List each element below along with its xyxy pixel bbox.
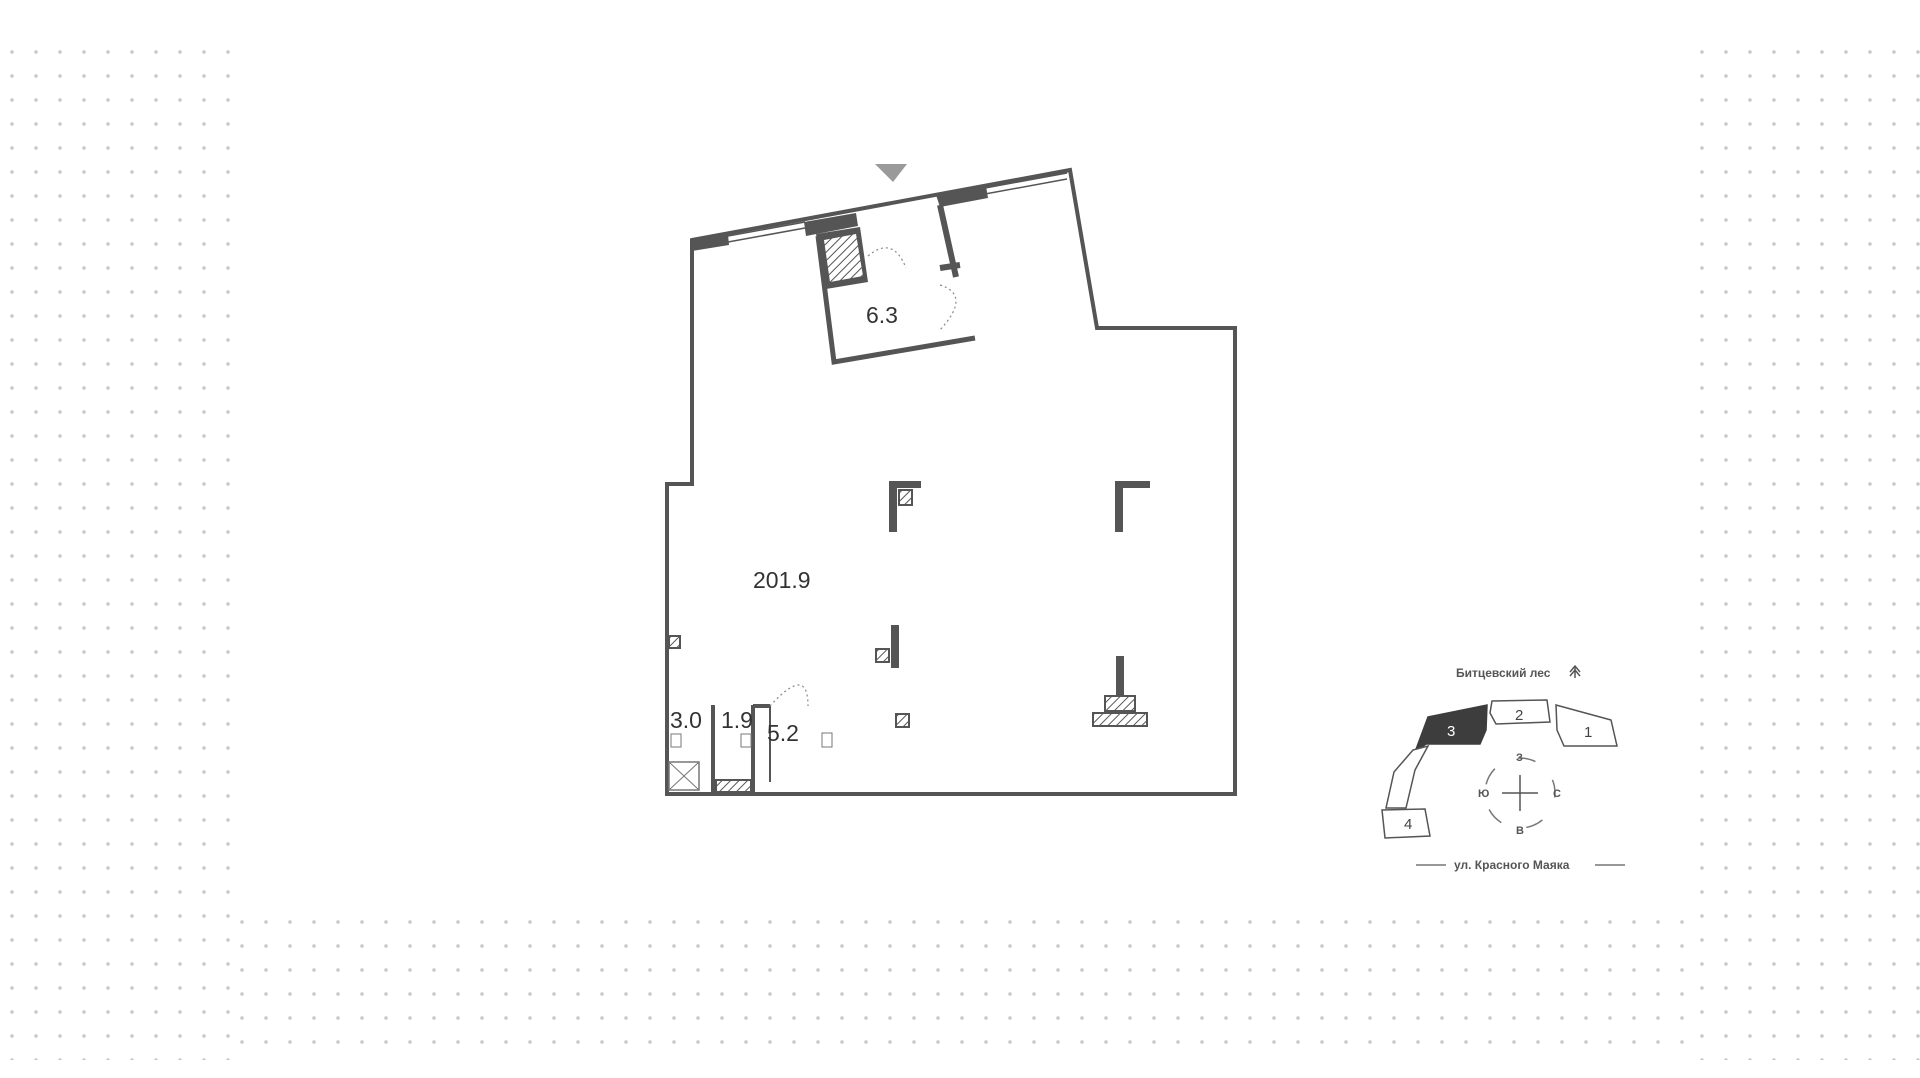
door-swing-vestibule [867,247,907,269]
building-number-2: 2 [1515,707,1523,724]
room-area-wc-2: 1.9 [721,707,753,733]
building-number-4: 4 [1404,816,1412,833]
column-bar-middle [891,625,899,668]
building-number-3: 3 [1447,723,1455,740]
entrance-arrow-icon [875,164,907,182]
building-number-1: 1 [1584,724,1592,741]
shaft-hatch-fill [824,234,863,282]
room-area-utility: 5.2 [767,720,799,746]
room-area-wc-1: 3.0 [670,707,702,733]
columns [668,481,1150,728]
corner-wall-block [690,234,729,251]
tree-icon [1569,664,1581,678]
wet-rooms: 3.0 1.9 5.2 [665,530,833,794]
compass-right: С [1553,788,1561,800]
site-map: Битцевский лес 2 1 3 4 З В [1381,664,1625,872]
door-swing-utility [769,684,809,707]
column-hatch-left [898,489,913,506]
outer-wall [665,167,1237,796]
dot-pattern-right [1690,40,1920,1060]
compass-bottom: В [1516,825,1524,837]
site-map-top-label: Битцевский лес [1456,666,1551,680]
wall-block-top [936,186,988,207]
compass: З В Ю С [1478,752,1561,837]
window-top-left [727,221,806,243]
building-4[interactable]: 4 [1381,744,1431,839]
dot-pattern-bottom [230,910,1690,1060]
column-hatch-wall [668,635,681,649]
column-hatch-small [895,713,910,728]
window-top-right [984,172,1068,195]
wc-2-hatch [715,779,752,793]
street-label: ул. Красного Маяка [1454,858,1570,872]
floor-plan: 6.3 201.9 [665,164,1237,796]
column-l-left [889,481,921,532]
building-1[interactable]: 1 [1555,704,1618,747]
vestibule: 6.3 [804,204,976,365]
column-l-right [1115,481,1150,532]
sink-icon-2 [740,733,752,748]
vestibule-stub [939,262,961,271]
shower-tray [668,761,700,791]
sink-icon-1 [670,733,682,748]
door-swing-side [939,284,957,331]
dot-pattern-left [0,40,230,1060]
compass-top: З [1516,752,1523,764]
sink-icon-3 [821,732,833,748]
compass-ring [1484,757,1556,829]
compass-left: Ю [1478,788,1489,800]
vestibule-wall [815,235,976,365]
stair-step-bottom [1092,712,1148,727]
building-2[interactable]: 2 [1489,699,1551,725]
column-hatch-middle [875,648,890,663]
stair-step-top [1104,695,1136,712]
room-area-vestibule: 6.3 [866,302,898,328]
building-3[interactable]: 3 [1413,704,1488,755]
stair-post [1116,656,1124,698]
room-area-main-hall: 201.9 [753,567,811,593]
vestibule-wall-block [804,213,858,236]
